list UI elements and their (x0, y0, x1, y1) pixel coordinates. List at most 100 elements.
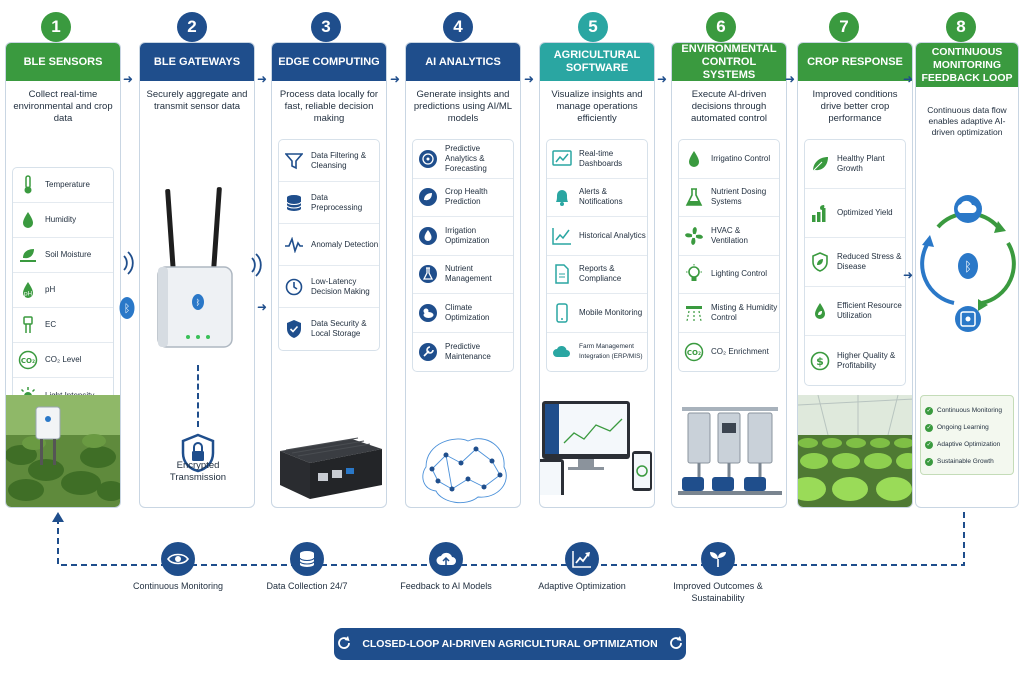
flow-arrow: ➜ (657, 72, 668, 86)
list-item: $ Higher Quality & Profitability (805, 336, 905, 385)
list-item-label: Crop Health Prediction (445, 187, 488, 207)
column-title: BLE SENSORS (6, 43, 120, 81)
chart-up-icon (565, 542, 599, 576)
feedback-item-monitoring: Continuous Monitoring (123, 542, 233, 592)
list-item: Efficient Resource Utilization (805, 287, 905, 336)
list-item-label: Efficient Resource Utilization (837, 301, 902, 320)
list-item: Irrigatino Control (679, 140, 779, 179)
refresh-icon (668, 635, 684, 654)
column-edge-computing: EDGE COMPUTING Process data locally for … (271, 42, 387, 508)
feedback-label: Data Collection 24/7 (266, 581, 348, 591)
list-item-label: Alerts & Notifications (579, 187, 623, 207)
filter-funnel-icon (283, 150, 305, 172)
list-item: HVAC & Ventilation (679, 217, 779, 256)
flow-arrow: ➜ (123, 72, 134, 86)
check-icon: ✓ (925, 440, 933, 449)
software-feature-list: Real-time Dashboards Alerts & Notificati… (546, 139, 648, 372)
step-number-3: 3 (311, 12, 341, 42)
checklist-label: Continuous Monitoring (937, 407, 1003, 414)
list-item: CO₂ CO₂ Enrichment (679, 333, 779, 372)
dashboard-icon (551, 148, 573, 170)
probe-icon (17, 314, 39, 336)
list-item-label: Predictive Analytics & Forecasting (445, 143, 487, 173)
flask-icon (683, 186, 705, 208)
list-item-label: CO₂ Level (45, 355, 82, 364)
feedback-label: Improved Outcomes & Sustainability (673, 581, 763, 603)
list-item-label: Data Preprocessing (311, 192, 363, 212)
list-item-label: Soil Moisture (45, 250, 92, 259)
checklist-label: Adaptive Optimization (937, 441, 1001, 448)
feedback-label: Adaptive Optimization (538, 581, 626, 591)
list-item-label: Historical Analytics (579, 230, 646, 240)
list-item-label: Irrigatino Control (711, 153, 771, 163)
step-number-4: 4 (443, 12, 473, 42)
co2-icon: CO₂ (683, 341, 705, 363)
soil-leaf-icon (17, 244, 39, 266)
dosing-equipment-illustration (678, 407, 782, 495)
wireless-signal-icon (251, 253, 262, 277)
lightbulb-icon (683, 263, 705, 285)
dashed-connector (197, 365, 199, 427)
mist-sprayer-icon (683, 302, 705, 324)
flow-arrow: ➜ (257, 300, 268, 314)
list-item-label: Healthy Plant Growth (837, 154, 885, 173)
list-item: Data Filtering & Cleansing (279, 140, 379, 182)
field-sensor-illustration (6, 395, 120, 507)
list-item-label: Lighting Control (711, 269, 768, 279)
checklist-label: Sustainable Growth (937, 458, 994, 465)
shield-leaf-icon (809, 251, 831, 273)
fan-icon (683, 225, 705, 247)
checklist-label: Ongoing Learning (937, 424, 989, 431)
crop-outcome-list: Healthy Plant Growth Optimized Yield Red… (804, 139, 906, 386)
leaf-icon (809, 153, 831, 175)
bar-chart-up-icon (809, 202, 831, 224)
svg-text:CO₂: CO₂ (21, 357, 35, 365)
checklist-item: ✓ Adaptive Optimization (925, 436, 1009, 453)
column-title: EDGE COMPUTING (272, 43, 386, 81)
sprout-icon (701, 542, 735, 576)
list-item-label: Misting & Humidity Control (711, 302, 778, 322)
list-item-label: Nutrient Dosing Systems (711, 187, 767, 207)
list-item-label: Irrigation Optimization (445, 225, 490, 245)
column-description: Visualize insights and manage operations… (551, 89, 643, 124)
list-item: Predictive Maintenance (413, 333, 513, 372)
list-item-label: Mobile Monitoring (579, 307, 643, 317)
flow-arrow: ➜ (524, 72, 535, 86)
list-item-label: Temperature (45, 180, 90, 189)
column-ai-analytics: AI ANALYTICS Generate insights and predi… (405, 42, 521, 508)
edge-computer-illustration (280, 437, 382, 499)
list-item: Nutrient Dosing Systems (679, 179, 779, 217)
list-item-label: Real-time Dashboards (579, 148, 623, 168)
list-item: Farm Management Integration (ERP/MIS) (547, 333, 647, 372)
flow-arrow: ➜ (257, 72, 268, 86)
feedback-label: Continuous Monitoring (132, 581, 224, 591)
list-item-label: pH (45, 285, 56, 294)
list-item: Misting & Humidity Control (679, 294, 779, 333)
refresh-icon (336, 635, 352, 654)
feedback-item-adaptive: Adaptive Optimization (527, 542, 637, 592)
column-description: Collect real-time environmental and crop… (13, 89, 113, 124)
devices-illustration (540, 401, 652, 495)
flow-arrow: ➜ (390, 72, 401, 86)
list-item-label: Low-Latency Decision Making (311, 276, 370, 296)
thermometer-icon (17, 174, 39, 196)
water-drop-icon (417, 225, 439, 247)
shield-check-icon (283, 318, 305, 340)
feedback-label: Feedback to AI Models (400, 581, 492, 591)
neural-brain-illustration (422, 438, 507, 504)
greenhouse-crop-illustration (798, 395, 912, 507)
list-item-label: Predictive Maintenance (445, 341, 491, 361)
list-item: Reduced Stress & Disease (805, 238, 905, 287)
edge-function-list: Data Filtering & Cleansing Data Preproce… (278, 139, 380, 351)
list-item-label: HVAC & Ventilation (711, 225, 748, 245)
list-item-label: Reports & Compliance (579, 264, 622, 284)
wireless-signal-icon (123, 251, 134, 275)
step-number-7: 7 (829, 12, 859, 42)
column-description: Execute AI-driven decisions through auto… (690, 89, 768, 124)
smartphone-icon (551, 302, 573, 324)
flow-arrow: ➜ (903, 268, 914, 282)
bell-icon (551, 186, 573, 208)
database-icon (283, 192, 305, 214)
cloud-sync-icon (551, 341, 573, 363)
database-icon (290, 542, 324, 576)
